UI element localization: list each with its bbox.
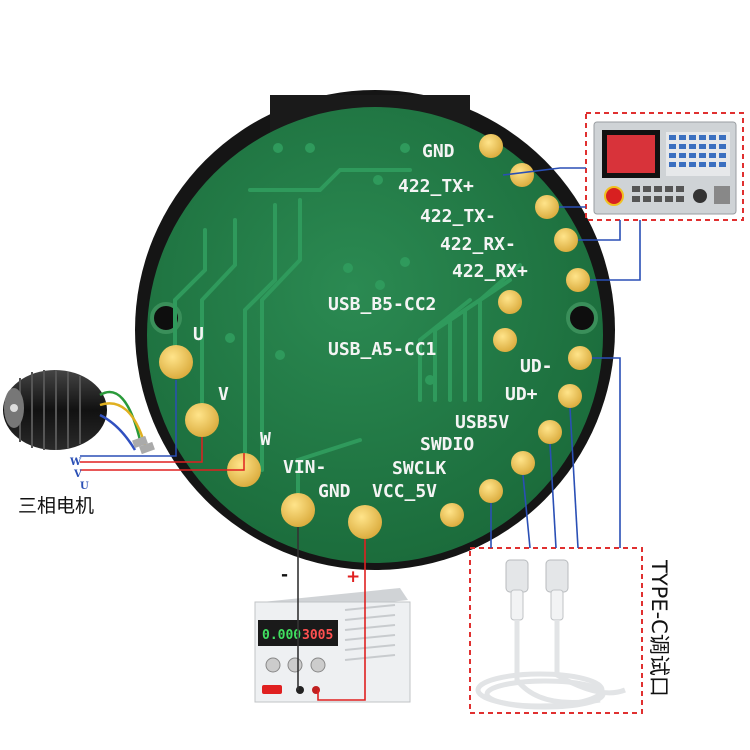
psu-knob-right-icon (310, 657, 326, 673)
rs422-wires (502, 167, 641, 281)
typec-plug-left (505, 559, 529, 593)
controller-screen-display (607, 135, 655, 173)
typec-boot-left (510, 589, 524, 621)
psu-knob-mid-icon (287, 657, 303, 673)
psu-display-current: 3005 (302, 628, 333, 643)
label-rx-minus: 422_RX- (440, 234, 516, 255)
phase-wire-labels: W V U (69, 457, 89, 492)
mount-hole-right (566, 302, 598, 334)
motor-caption: 三相电机 (18, 495, 94, 517)
label-ud-minus: UD- (520, 356, 553, 377)
wire-label-w: W (69, 457, 82, 468)
typec-caption: TYPE-C调试口 (647, 559, 671, 697)
pad-vcc (348, 505, 382, 539)
pad-usb-b5 (498, 290, 522, 314)
debug-wires (490, 357, 621, 549)
typec-cable (475, 620, 626, 710)
label-swdio: SWDIO (420, 434, 474, 455)
controller-knob-icon (693, 189, 707, 203)
plus-sign: + (346, 567, 360, 587)
minus-sign: - (281, 565, 288, 585)
phase-wires (80, 380, 245, 471)
pad-tx-minus (535, 195, 559, 219)
cnc-controller-group (585, 112, 744, 221)
label-vin-minus: VIN- (283, 457, 326, 478)
pcb-vias (225, 143, 435, 385)
pad-vcc-small (440, 503, 464, 527)
label-tx-minus: 422_TX- (420, 206, 496, 227)
label-v: V (218, 384, 229, 405)
typec-group (469, 547, 643, 714)
motor-shaft (10, 404, 18, 412)
controller-port (714, 186, 730, 204)
controller-dashed-box (585, 112, 744, 221)
three-phase-motor (3, 370, 155, 455)
label-tx-plus: 422_TX+ (398, 176, 474, 197)
label-ud-plus: UD+ (505, 384, 538, 405)
label-usb-a5: USB_A5-CC1 (328, 339, 436, 360)
label-gnd-bottom: GND (318, 481, 351, 502)
pad-swclk (479, 479, 503, 503)
label-vcc-5v: VCC_5V (372, 481, 437, 502)
pad-rx-minus (554, 228, 578, 252)
typec-plug-right (545, 559, 569, 593)
psu-vents (344, 604, 396, 661)
power-wire-positive-lower (317, 596, 366, 701)
wire-label-v: V (73, 469, 82, 480)
psu-knob-left-icon (265, 657, 281, 673)
pad-rx-plus (566, 268, 590, 292)
pad-vin-minus (281, 493, 315, 527)
pcb-board: GND 422_TX+ 422_TX- 422_RX- 422_RX+ USB_… (135, 90, 615, 570)
pad-ud-plus (558, 384, 582, 408)
controller-buttons (632, 186, 684, 202)
psu-display-voltage: 0.000 (262, 628, 301, 643)
label-u: U (193, 324, 204, 345)
emergency-stop-icon (604, 186, 624, 206)
label-gnd-top: GND (422, 141, 455, 162)
wire-label-u: U (80, 481, 89, 492)
wire-connectors (132, 435, 155, 455)
label-swclk: SWCLK (392, 458, 446, 479)
pad-tx-plus (510, 163, 534, 187)
pad-usb-a5 (493, 328, 517, 352)
pad-swdio (511, 451, 535, 475)
label-w: W (260, 429, 271, 450)
typec-boot-right (550, 589, 564, 621)
power-supply: 0.000 3005 (254, 588, 411, 703)
controller-keypad (666, 132, 730, 176)
pad-gnd-top (479, 134, 503, 158)
label-usb5v: USB5V (455, 412, 509, 433)
label-usb-b5: USB_B5-CC2 (328, 294, 436, 315)
motor-lead-wires (99, 390, 147, 451)
pads-power (159, 345, 382, 539)
label-rx-plus: 422_RX+ (452, 261, 528, 282)
pad-ud-minus (568, 346, 592, 370)
psu-power-button (262, 685, 282, 694)
pad-usb5v (538, 420, 562, 444)
pcb-labels: GND 422_TX+ 422_TX- 422_RX- 422_RX+ USB_… (193, 141, 553, 502)
pad-u (159, 345, 193, 379)
pad-v (185, 403, 219, 437)
pads-right (440, 134, 592, 527)
